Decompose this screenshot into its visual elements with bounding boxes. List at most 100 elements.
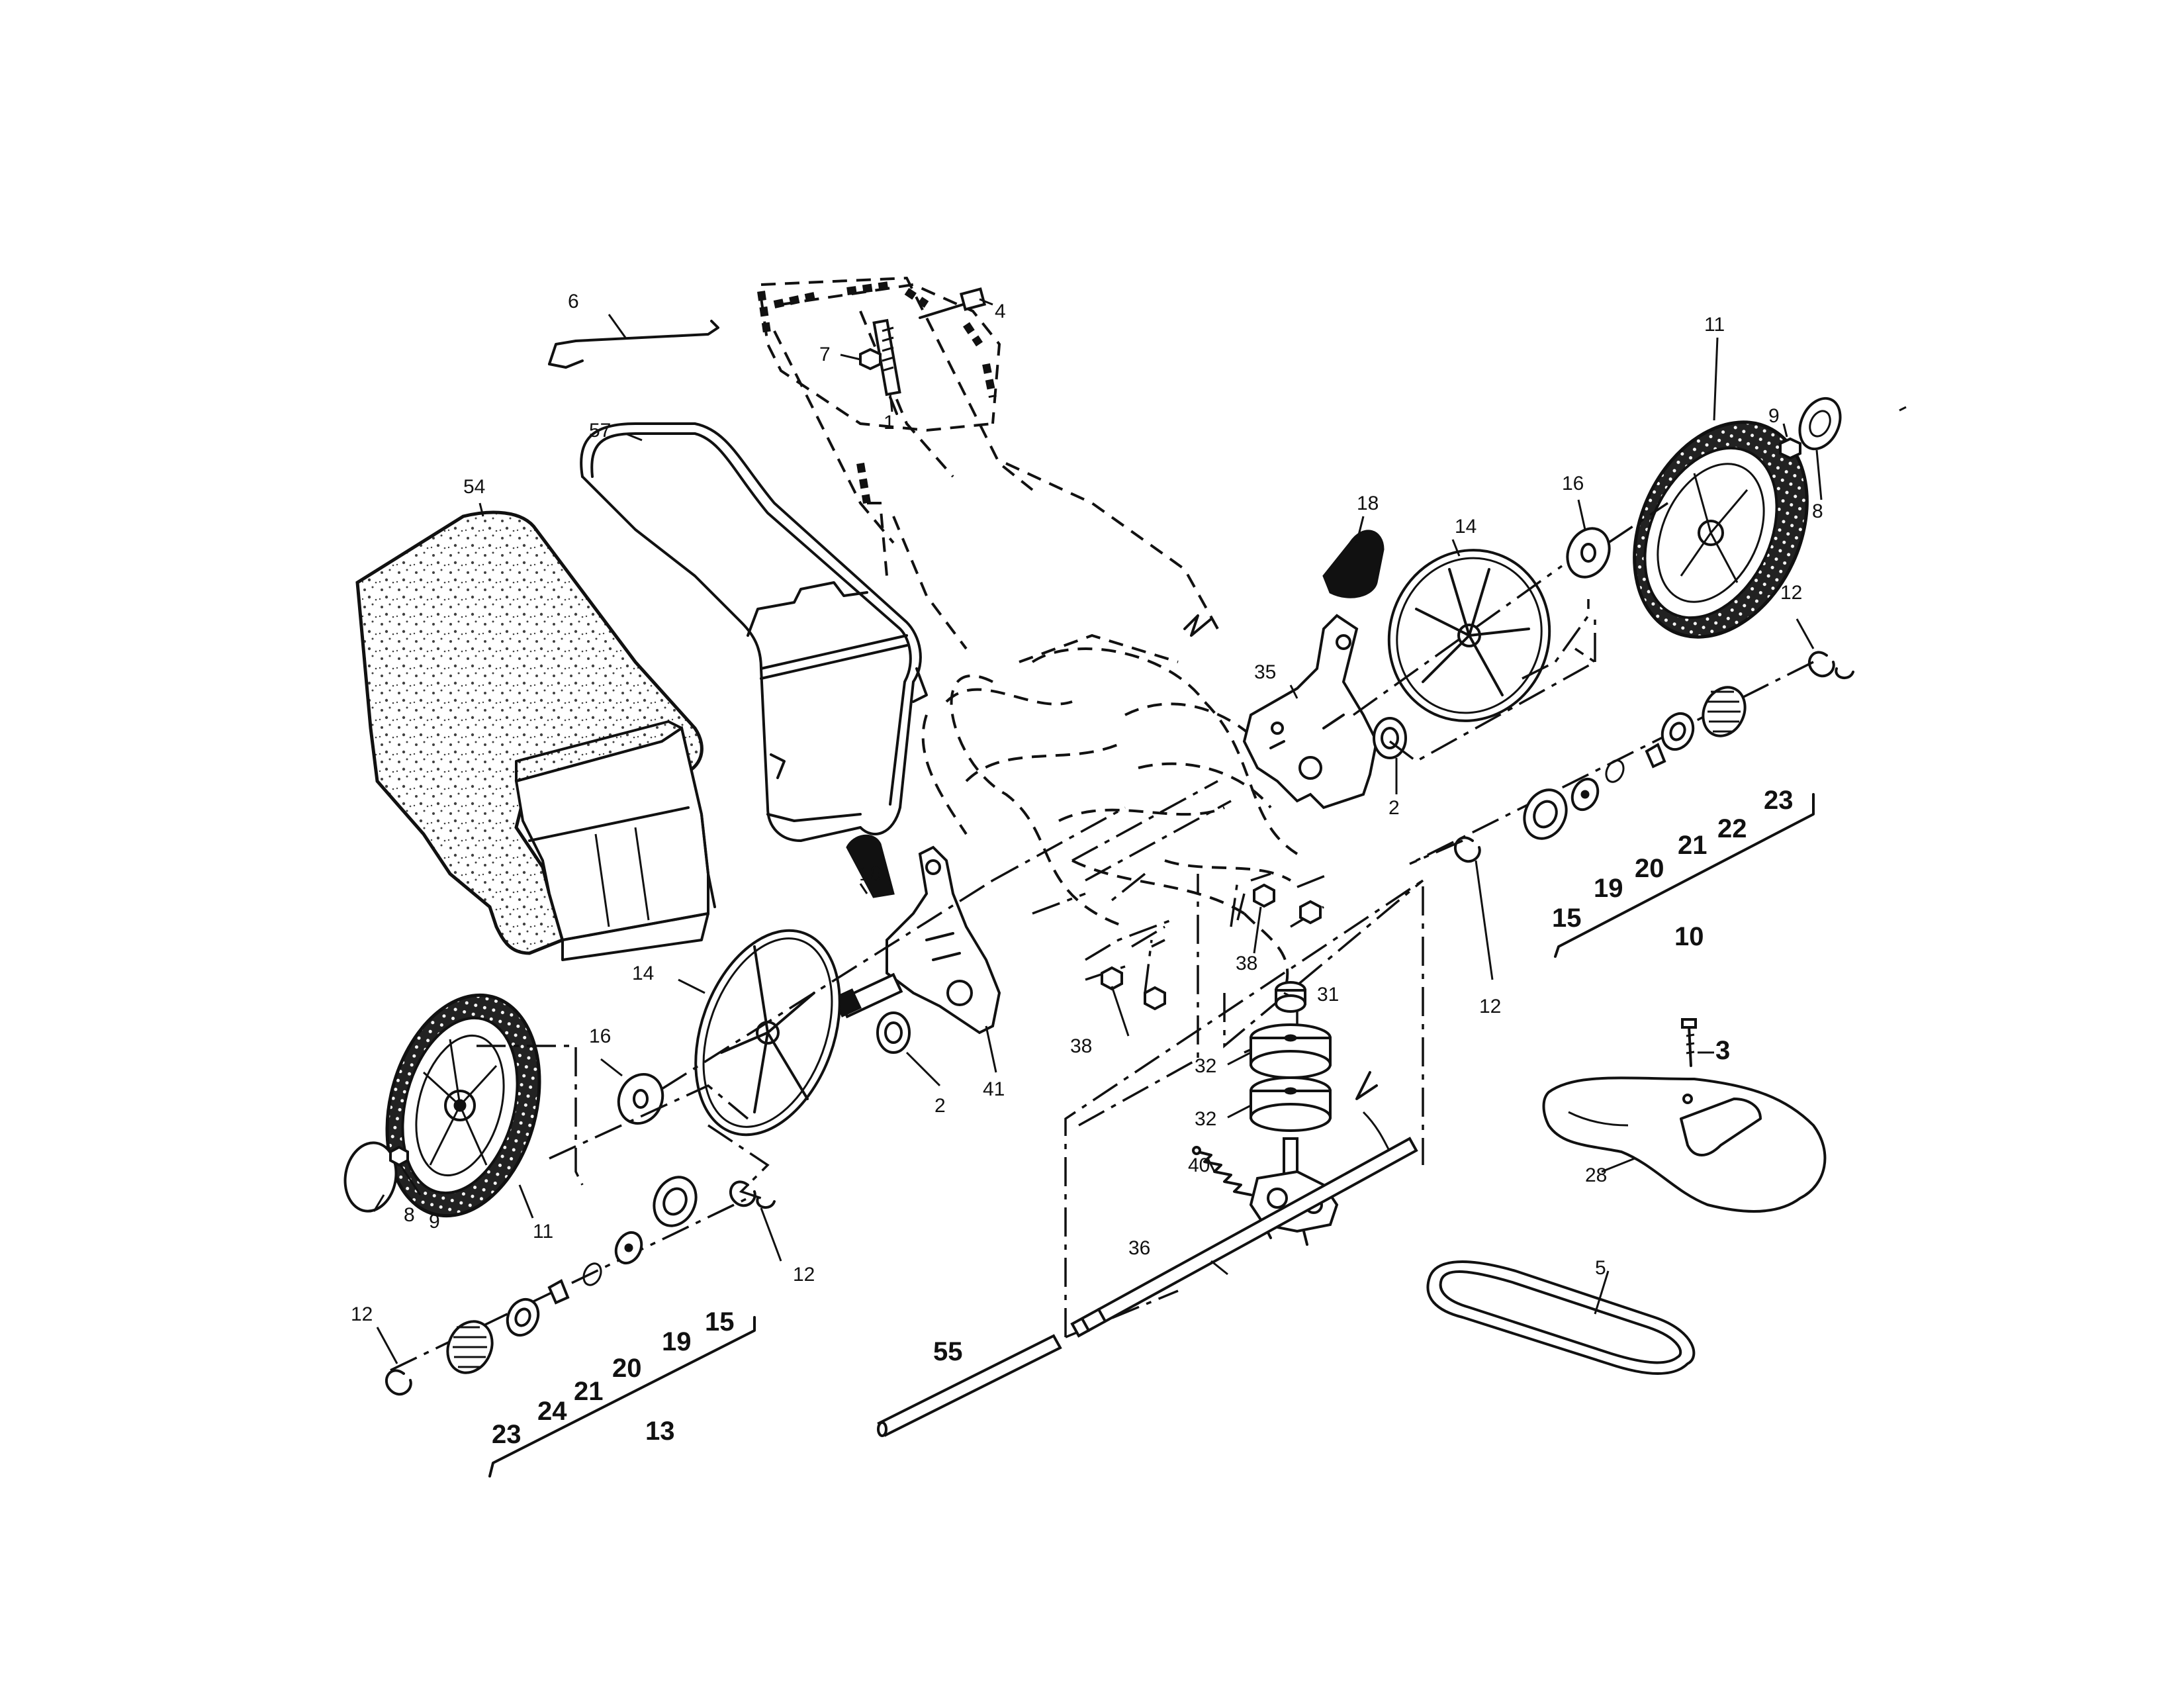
callout-9-right: 9 (1768, 405, 1780, 427)
connector-line (1362, 1111, 1391, 1152)
callout-6: 6 (568, 291, 579, 312)
kit-bracket-part-13 (488, 1316, 756, 1477)
screw-part-9-right[interactable] (1779, 437, 1801, 460)
belt-part-5[interactable] (1426, 1260, 1696, 1375)
break-symbol (1355, 1071, 1378, 1100)
callout-32-lower: 32 (1195, 1108, 1216, 1130)
nut-part-38-b[interactable] (1144, 986, 1166, 1011)
height-adjuster-part-41[interactable] (833, 845, 1001, 1035)
hubcap-part-14-right[interactable] (1365, 528, 1573, 743)
nut-part-7[interactable] (859, 348, 882, 371)
washer-part-16-left[interactable] (611, 1067, 670, 1131)
cap-part-31[interactable] (1275, 981, 1306, 1013)
callout-8-right: 8 (1812, 500, 1823, 522)
callout-54: 54 (463, 476, 485, 498)
callout-19-right: 19 (1594, 874, 1623, 903)
screw-part-9-left[interactable] (389, 1145, 409, 1167)
callout-24: 24 (537, 1397, 567, 1426)
wheel-part-11-right[interactable] (1601, 394, 1840, 665)
callout-31: 31 (1317, 984, 1339, 1006)
callout-11-left: 11 (533, 1221, 553, 1243)
callout-55: 55 (933, 1337, 963, 1366)
callout-12-right-bottom: 12 (1479, 996, 1501, 1017)
callout-2-right: 2 (1388, 797, 1400, 819)
callout-14-right: 14 (1455, 516, 1477, 538)
spacer-part-22-right[interactable] (1657, 708, 1699, 754)
assembly-lines (390, 502, 1814, 1372)
callout-38-left: 38 (1070, 1035, 1092, 1057)
gear-part-23-left[interactable] (439, 1314, 500, 1380)
callout-21-right: 21 (1678, 831, 1707, 860)
callout-15-right: 15 (1552, 904, 1582, 933)
e-clip-part-12-left-bottom[interactable] (385, 1369, 412, 1396)
bolt-part-4[interactable] (919, 287, 987, 319)
spacer-part-24-left[interactable] (502, 1294, 544, 1340)
rod-part-6[interactable] (548, 320, 719, 369)
drive-shaft-part-36[interactable] (1070, 1137, 1418, 1338)
callout-8-left: 8 (404, 1204, 415, 1226)
callout-23-left: 23 (492, 1420, 522, 1449)
callout-12-left-top: 12 (793, 1264, 815, 1286)
wheel-part-11-left[interactable] (364, 978, 563, 1233)
bag-frame-part-57[interactable] (580, 422, 928, 842)
pulley-part-32-upper[interactable] (1250, 1023, 1332, 1079)
pulley-part-32-lower[interactable] (1250, 1076, 1332, 1132)
gear-part-23-right[interactable] (1696, 680, 1752, 743)
callout-7: 7 (819, 344, 831, 365)
screw-part-3[interactable] (1681, 1018, 1697, 1067)
callout-16-left: 16 (589, 1025, 611, 1047)
height-adjuster-part-35[interactable] (1242, 614, 1379, 810)
callout-18-left: 18 (859, 863, 881, 885)
grass-bag-part-54[interactable] (355, 510, 716, 961)
callout-38-right: 38 (1236, 953, 1257, 974)
knob-part-18-right[interactable] (1322, 530, 1385, 598)
nut-part-38-a[interactable] (1101, 966, 1123, 991)
washer-part-15-left[interactable] (647, 1170, 704, 1233)
callout-9-left: 9 (429, 1211, 440, 1233)
callout-36: 36 (1128, 1237, 1150, 1259)
bearing-part-2-left[interactable] (876, 1011, 911, 1054)
callout-3: 3 (1715, 1036, 1730, 1065)
callout-11-right: 11 (1704, 314, 1725, 336)
pawl-part-21-right[interactable] (1645, 743, 1666, 769)
e-clip-part-12-right-top[interactable] (1808, 651, 1854, 679)
nut-part-38-d[interactable] (1299, 900, 1322, 925)
phantom-mower-deck (757, 276, 1298, 994)
ring-part-20-left[interactable] (580, 1261, 604, 1288)
knob-part-18-left[interactable] (846, 834, 895, 898)
callout-32-upper: 32 (1195, 1055, 1216, 1077)
callout-16-right: 16 (1562, 473, 1584, 494)
pawl-part-21-left[interactable] (547, 1279, 570, 1305)
tube-part-55[interactable] (877, 1334, 1062, 1437)
leader-lines (373, 298, 1907, 1364)
e-clip-part-12-left-top[interactable] (729, 1180, 776, 1209)
callout-labels: 1 2 2 3 4 5 6 7 8 8 9 9 10 11 11 12 12 1… (351, 291, 1823, 1449)
washer-part-16-right[interactable] (1560, 522, 1617, 584)
washer-part-19-right[interactable] (1568, 775, 1603, 814)
callout-18-right: 18 (1357, 492, 1379, 514)
callout-40: 40 (1188, 1154, 1210, 1176)
nut-part-38-c[interactable] (1253, 883, 1275, 908)
callout-23-right: 23 (1764, 786, 1794, 815)
callout-4: 4 (995, 301, 1006, 322)
hubcap-part-8-right[interactable] (1792, 392, 1848, 455)
hubcap-part-8-left[interactable] (340, 1139, 402, 1215)
callout-19-left: 19 (662, 1327, 692, 1356)
callout-14-left: 14 (632, 962, 654, 984)
washer-part-19-left[interactable] (612, 1229, 647, 1268)
callout-15-left: 15 (705, 1307, 735, 1336)
belt-cover-part-28[interactable] (1542, 1076, 1827, 1213)
washer-part-15-right[interactable] (1517, 783, 1574, 845)
hubcap-part-14-left[interactable] (669, 910, 866, 1154)
callout-2-left: 2 (934, 1095, 946, 1117)
callout-12-left-bottom: 12 (351, 1303, 373, 1325)
callout-21-left: 21 (574, 1377, 604, 1406)
callout-12-right-top: 12 (1780, 582, 1802, 604)
callout-5: 5 (1595, 1257, 1606, 1279)
callout-13: 13 (645, 1417, 675, 1446)
callout-20-left: 20 (612, 1354, 642, 1383)
e-clip-part-12-right-bottom[interactable] (1454, 836, 1481, 863)
callout-10: 10 (1674, 922, 1704, 951)
bearing-part-2-right[interactable] (1373, 717, 1407, 759)
ring-part-20-right[interactable] (1603, 758, 1627, 785)
